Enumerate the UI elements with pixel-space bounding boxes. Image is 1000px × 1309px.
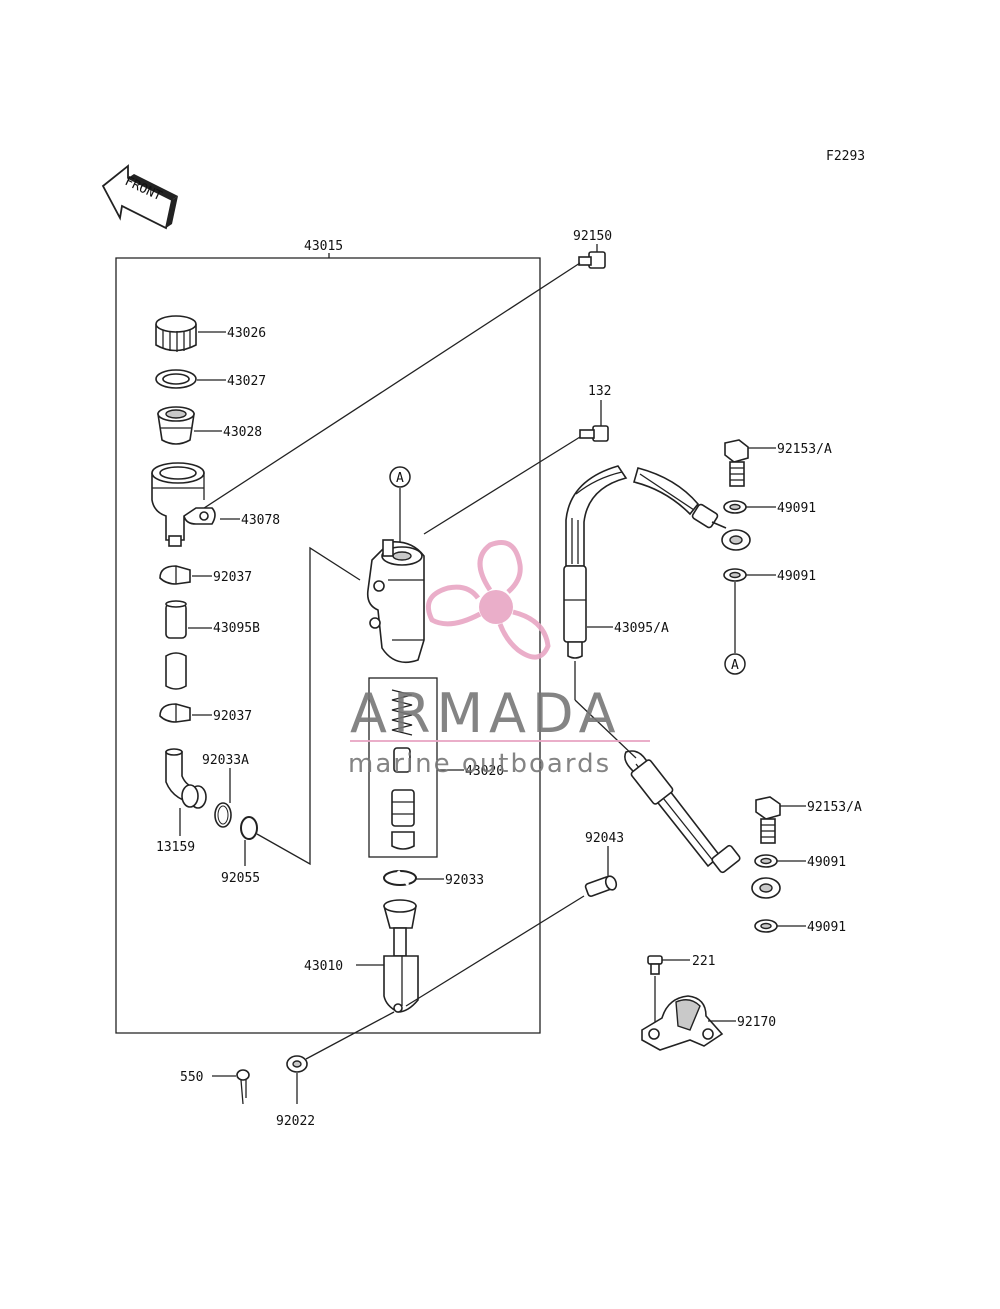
hose-43095b <box>165 600 187 690</box>
spring-43020 <box>391 689 413 736</box>
watermark-brand: ARMADA <box>350 682 622 745</box>
washer-92022 <box>286 1055 308 1073</box>
washer-49091-2 <box>723 568 747 582</box>
label-92022: 92022 <box>276 1114 315 1129</box>
banjo-bolt-92153a-top <box>724 439 749 487</box>
bolt-132 <box>579 425 609 442</box>
o-ring-92055 <box>240 816 258 840</box>
label-92033a: 92033A <box>202 753 249 768</box>
brake-hose-43095a <box>563 465 781 899</box>
label-49091-1: 49091 <box>777 501 816 516</box>
master-cylinder-body <box>366 539 425 664</box>
washer-49091-3 <box>754 854 778 868</box>
pin-92043 <box>584 875 618 897</box>
clamp-92037-bottom <box>159 703 191 723</box>
label-92037-bottom: 92037 <box>213 709 252 724</box>
label-43027: 43027 <box>227 374 266 389</box>
svg-text:A: A <box>731 658 739 673</box>
screw-92150 <box>578 251 606 269</box>
ref-mark-a-top: A <box>389 466 411 488</box>
plate-43027 <box>155 369 197 389</box>
label-43095a: 43095/A <box>614 621 669 636</box>
label-43020: 43020 <box>465 764 504 779</box>
elbow-joint-13159 <box>165 748 207 809</box>
bracket-43020 <box>368 677 438 858</box>
svg-text:A: A <box>396 471 404 486</box>
watermark-tagline: marine outboards <box>348 749 611 779</box>
label-132: 132 <box>588 384 611 399</box>
hose-clamp-92170 <box>641 995 724 1051</box>
label-43095b: 43095B <box>213 621 260 636</box>
reservoir-43078 <box>151 462 216 547</box>
washer-49091-4 <box>754 919 778 933</box>
propeller-logo-icon <box>426 540 551 660</box>
washer-49091-1 <box>723 500 747 514</box>
circlip-92033 <box>383 870 417 886</box>
front-arrow-icon: FRONT <box>101 164 178 230</box>
assembly-bracket-43015 <box>115 253 541 1034</box>
label-43015: 43015 <box>304 239 343 254</box>
label-92037-top: 92037 <box>213 570 252 585</box>
label-49091-2: 49091 <box>777 569 816 584</box>
label-92043: 92043 <box>585 831 624 846</box>
label-43026: 43026 <box>227 326 266 341</box>
circlip-92033a <box>214 802 232 828</box>
ref-mark-a-right: A <box>724 653 746 675</box>
label-550: 550 <box>180 1070 203 1085</box>
figure-code: F2293 <box>826 149 865 164</box>
cotter-pin-550 <box>236 1069 250 1105</box>
piston-43020 <box>391 747 415 850</box>
label-92055: 92055 <box>221 871 260 886</box>
label-43010: 43010 <box>304 959 343 974</box>
label-92150: 92150 <box>573 229 612 244</box>
armada-watermark: ARMADA marine outboards <box>348 540 650 779</box>
label-13159: 13159 <box>156 840 195 855</box>
label-221: 221 <box>692 954 715 969</box>
label-92170: 92170 <box>737 1015 776 1030</box>
clamp-92037-top <box>159 565 191 585</box>
banjo-bolt-92153a-bottom <box>755 796 781 844</box>
label-43078: 43078 <box>241 513 280 528</box>
label-49091-4: 49091 <box>807 920 846 935</box>
push-rod-43010 <box>383 899 419 1013</box>
diaphragm-43028 <box>157 406 195 445</box>
screw-221 <box>647 955 663 975</box>
reservoir-cap-43026 <box>155 315 197 352</box>
label-92153a-top: 92153/A <box>777 442 832 457</box>
label-49091-3: 49091 <box>807 855 846 870</box>
label-92033: 92033 <box>445 873 484 888</box>
label-92153a-bottom: 92153/A <box>807 800 862 815</box>
label-43028: 43028 <box>223 425 262 440</box>
